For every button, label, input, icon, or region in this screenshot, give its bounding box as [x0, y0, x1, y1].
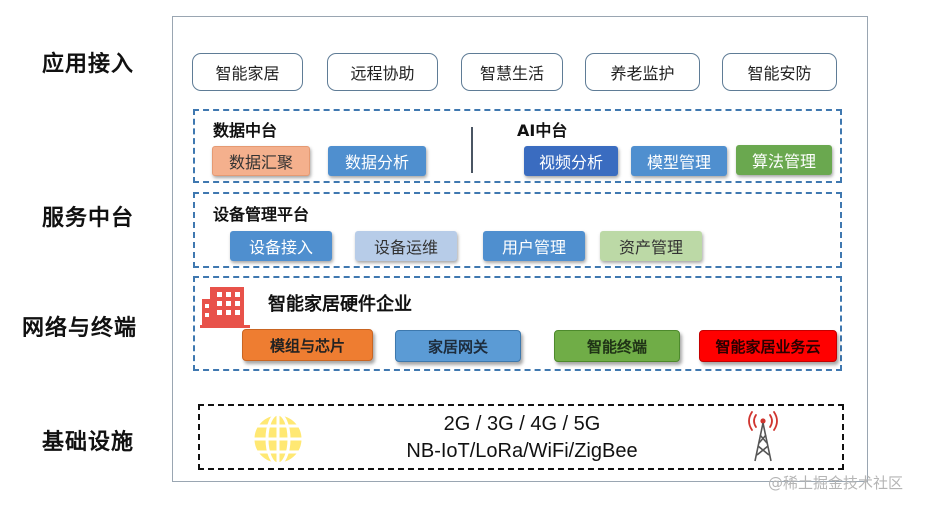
infra-iot-text: NB-IoT/LoRa/WiFi/ZigBee	[406, 440, 638, 462]
device-platform-box	[193, 192, 842, 268]
layer-label-infrastructure: 基础设施	[42, 429, 135, 455]
signal-tower-icon	[748, 411, 778, 462]
globe-icon	[251, 412, 305, 466]
ai-platform-title: AI中台	[517, 121, 568, 140]
chip-model-management: 模型管理	[631, 146, 727, 176]
chip-algorithm-management: 算法管理	[736, 145, 832, 175]
app-elderly-care: 养老监护	[585, 53, 700, 91]
data-platform-title: 数据中台	[213, 121, 278, 140]
layer-label-application: 应用接入	[42, 51, 135, 77]
device-platform-title: 设备管理平台	[213, 205, 310, 224]
app-smart-home: 智能家居	[192, 53, 303, 91]
app-remote-assist: 远程协助	[327, 53, 438, 91]
data-ai-platform-box	[193, 109, 842, 183]
hardware-enterprise-box	[193, 276, 842, 371]
hw-business-cloud: 智能家居业务云	[699, 330, 837, 362]
layer-label-network: 网络与终端	[22, 315, 138, 341]
chip-data-aggregation: 数据汇聚	[212, 146, 310, 176]
hw-home-gateway: 家居网关	[395, 330, 521, 362]
chip-video-analysis: 视频分析	[524, 146, 618, 176]
hw-smart-terminal: 智能终端	[554, 330, 680, 362]
hardware-enterprise-title: 智能家居硬件企业	[268, 294, 412, 315]
hw-module-chip: 模组与芯片	[242, 329, 373, 361]
chip-device-ops: 设备运维	[355, 231, 457, 261]
chip-user-management: 用户管理	[483, 231, 585, 261]
chip-data-analysis: 数据分析	[328, 146, 426, 176]
watermark-text: @稀土掘金技术社区	[768, 474, 904, 492]
app-smart-life: 智慧生活	[461, 53, 563, 91]
infra-cellular-text: 2G / 3G / 4G / 5G	[443, 413, 601, 435]
chip-device-access: 设备接入	[230, 231, 332, 261]
infrastructure-box	[198, 404, 844, 470]
platform-divider	[471, 127, 473, 173]
chip-asset-management: 资产管理	[600, 231, 702, 261]
building-icon	[200, 287, 250, 328]
layer-label-service: 服务中台	[42, 205, 135, 231]
app-smart-security: 智能安防	[722, 53, 837, 91]
